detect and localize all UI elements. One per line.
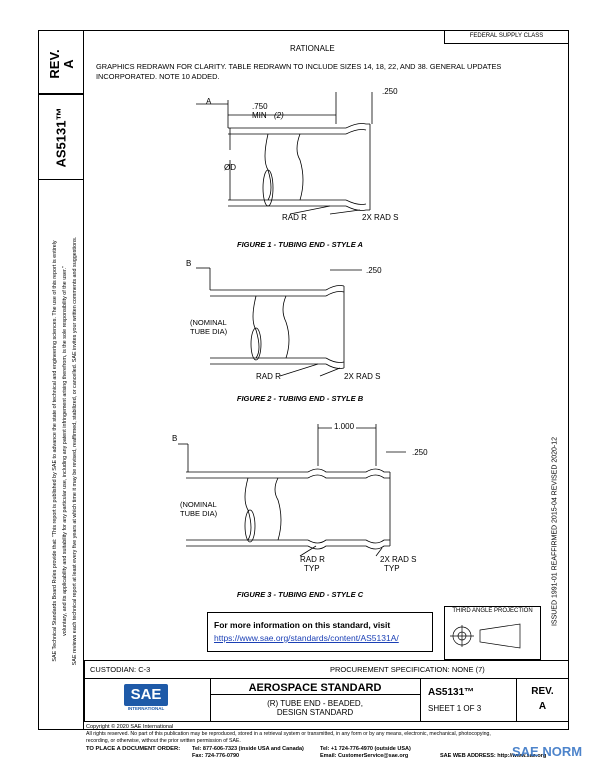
fig2-caption: FIGURE 2 - TUBING END - STYLE B	[236, 394, 364, 403]
footer-web: SAE WEB ADDRESS: http://www.sae.org	[440, 753, 547, 759]
title-block-divider-2	[420, 678, 421, 722]
fig2-dim-250: .250	[366, 266, 382, 275]
fig1-rad-s: 2X RAD S	[362, 213, 399, 222]
fig1-od-label: ØD	[224, 163, 236, 172]
footer-rights: All rights reserved. No part of this pub…	[86, 731, 491, 737]
info-box	[207, 612, 433, 652]
fig1-dim-250: .250	[382, 87, 398, 96]
fig3-rad-s: 2X RAD S	[380, 555, 417, 564]
sae-logo-badge: SAE	[124, 684, 168, 706]
projection-box	[444, 606, 541, 660]
fig1-dim-750: .750	[252, 102, 268, 111]
fig3-typ-2: TYP	[384, 564, 400, 573]
docnum-box	[38, 94, 84, 180]
fig3-caption: FIGURE 3 - TUBING END - STYLE C	[236, 590, 364, 599]
tb-rev-label: REV.	[531, 686, 554, 697]
fig3-nominal-2: TUBE DIA)	[180, 509, 218, 518]
aerospace-standard: AEROSPACE STANDARD	[248, 682, 382, 694]
fig3-typ-1: TYP	[304, 564, 320, 573]
federal-supply-label: FEDERAL SUPPLY CLASS	[469, 33, 544, 39]
rationale-title: RATIONALE	[290, 44, 335, 53]
info-heading: For more information on this standard, v…	[214, 620, 391, 630]
fig3-nominal-1: (NOMINAL	[180, 500, 217, 509]
rev-box	[38, 30, 84, 94]
projection-label: THIRD ANGLE PROJECTION	[452, 608, 533, 614]
footer-copyright: Copyright © 2020 SAE International	[86, 724, 174, 730]
fig2-nominal-2: TUBE DIA)	[190, 327, 228, 336]
title-line-2: DESIGN STANDARD	[276, 708, 354, 717]
footer-order-label: TO PLACE A DOCUMENT ORDER:	[86, 746, 181, 752]
fig1-caption: FIGURE 1 - TUBING END - STYLE A	[237, 240, 363, 249]
custodian: CUSTODIAN: C-3	[90, 665, 151, 674]
title-block-row-divider	[84, 678, 569, 679]
figure-3-drawing	[178, 424, 406, 557]
title-block-divider-3	[516, 678, 517, 722]
fig3-dim-250: .250	[412, 448, 428, 457]
fig2-label-b: B	[186, 259, 192, 268]
footer-tel-2: Tel: +1 724-776-4970 (outside USA)	[320, 746, 411, 752]
footer-rights-2: recording, or otherwise, without the pri…	[86, 738, 241, 744]
footer-fax: Fax: 724-776-0790	[192, 753, 240, 759]
fig2-rad-r: RAD R	[256, 372, 281, 381]
footer-tel-1: Tel: 877-606-7323 (inside USA and Canada…	[192, 746, 304, 752]
info-link[interactable]: https://www.sae.org/standards/content/AS…	[214, 633, 399, 643]
fig3-rad-r: RAD R	[300, 555, 325, 564]
fig1-rad-r: RAD R	[282, 213, 307, 222]
fig2-nominal-1: (NOMINAL	[190, 318, 227, 327]
watermark: SAE NORM	[512, 744, 583, 759]
title-block	[84, 660, 569, 722]
fig1-label-a: A	[206, 97, 212, 106]
sheet-number: SHEET 1 OF 3	[428, 704, 482, 713]
title-block-divider-1	[210, 678, 211, 722]
fig3-label-b: B	[172, 434, 178, 443]
tb-rev-value: A	[538, 701, 547, 712]
fig1-min-label: MIN	[252, 111, 267, 120]
footer-email: Email: CustomerService@sae.org	[320, 753, 409, 759]
rationale-line-1: GRAPHICS REDRAWN FOR CLARITY. TABLE REDR…	[96, 62, 502, 71]
rationale-line-2: INCORPORATED. NOTE 10 ADDED.	[96, 72, 220, 81]
fig3-dim-1000: 1.000	[332, 422, 357, 431]
fig1-note-2: (2)	[274, 111, 284, 120]
sae-logo: SAE INTERNATIONAL	[124, 684, 168, 714]
doc-number: AS5131™	[428, 687, 475, 698]
title-block-divider-4	[210, 694, 420, 695]
fig2-rad-s: 2X RAD S	[344, 372, 381, 381]
figure-2-drawing	[196, 267, 362, 377]
federal-supply-box	[444, 30, 569, 44]
sae-logo-sub: INTERNATIONAL	[127, 706, 165, 711]
title-line-1: (R) TUBE END - BEADED,	[267, 699, 363, 708]
procurement: PROCUREMENT SPECIFICATION: NONE (7)	[330, 665, 485, 674]
figure-1-drawing	[196, 92, 373, 215]
